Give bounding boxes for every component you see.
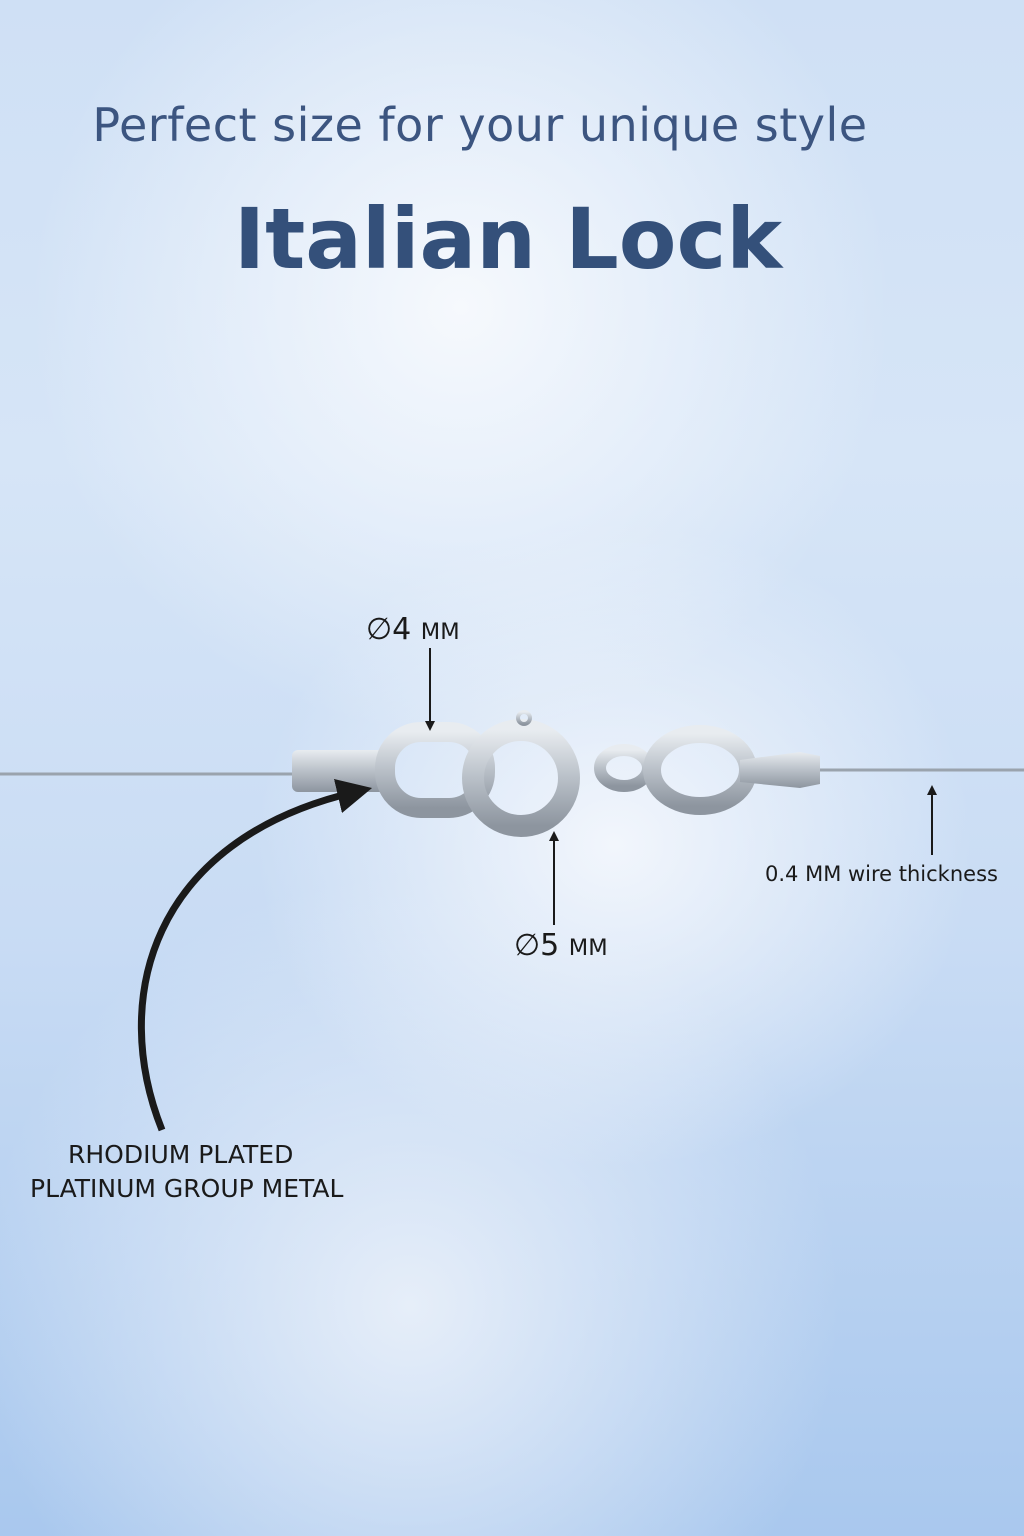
product-title: Italian Lock: [233, 190, 783, 288]
ring-diameter-label: ∅4 MM: [366, 612, 460, 647]
clasp-diameter-value: 5: [540, 928, 560, 963]
subtitle: Perfect size for your unique style: [92, 98, 868, 152]
wire: [0, 768, 1024, 776]
diameter-icon: ∅: [514, 928, 541, 963]
wire-thickness-label: 0.4 MM wire thickness: [765, 862, 998, 886]
clasp-diameter-label: ∅5 MM: [514, 928, 608, 963]
clasp-diameter-unit: MM: [568, 935, 608, 961]
arrows: [137, 648, 937, 1132]
ring-diameter-unit: MM: [420, 619, 460, 645]
diameter-icon: ∅: [366, 612, 393, 647]
ring-diameter-value: 4: [392, 612, 412, 647]
clasp: [292, 710, 820, 837]
material-line-1: RHODIUM PLATED: [68, 1140, 294, 1169]
material-line-2: PLATINUM GROUP METAL: [30, 1174, 344, 1203]
